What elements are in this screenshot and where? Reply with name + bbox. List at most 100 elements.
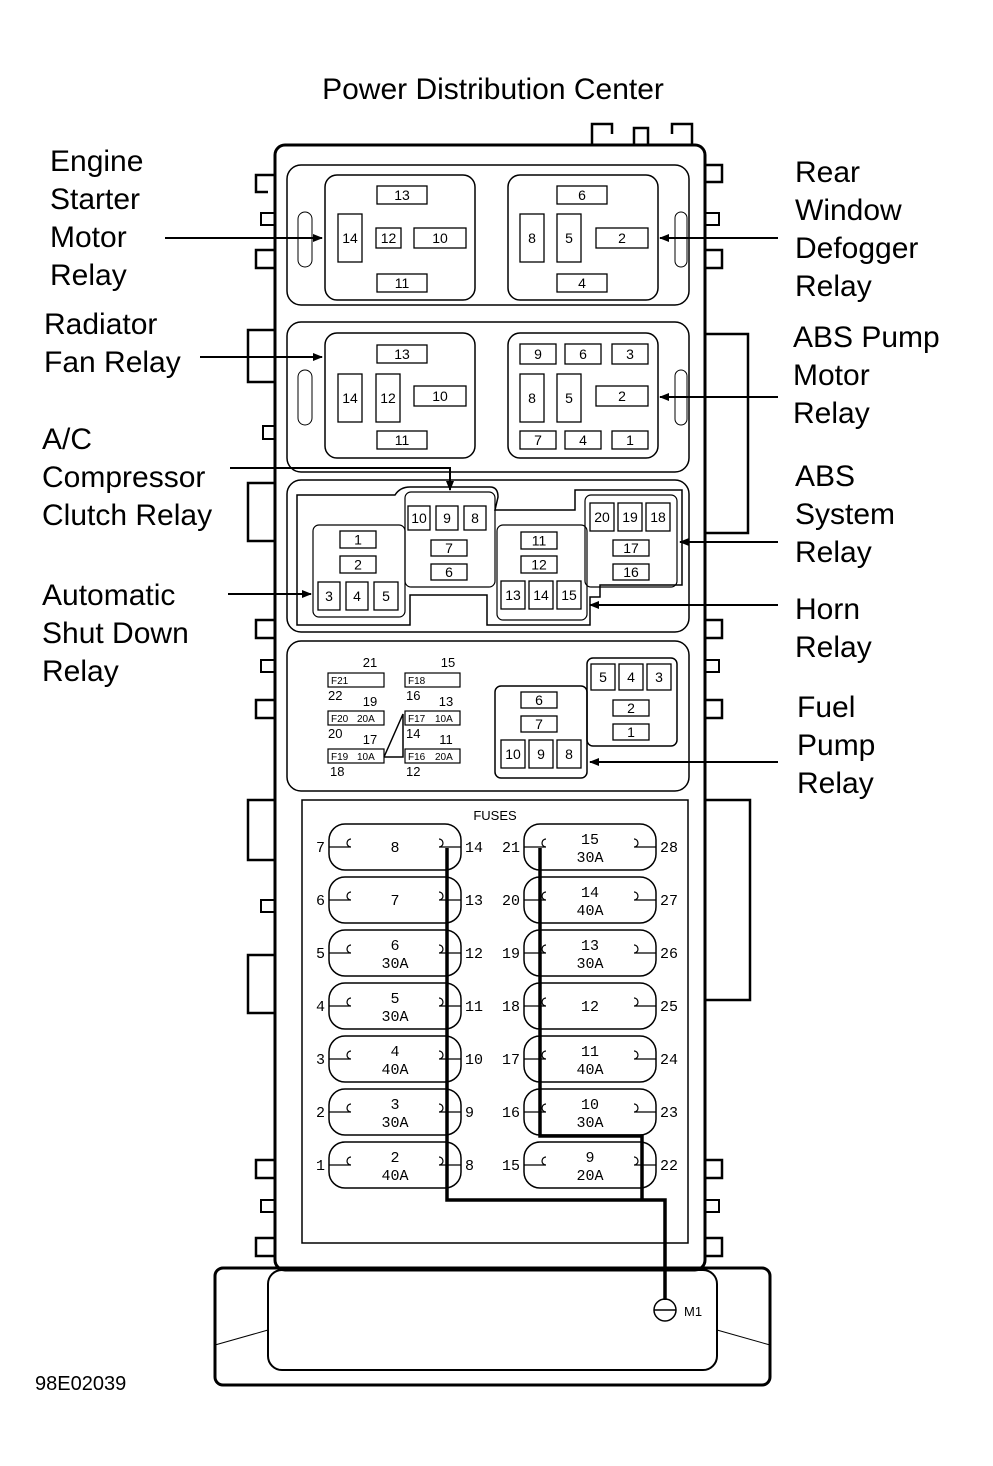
pdc-housing [213,122,772,1387]
fuse-right-terminal: 22 [660,1158,678,1175]
fuse-left-terminal: 15 [502,1158,520,1175]
mini-fuse-terminal: 17 [363,732,377,747]
fuse-number: 6 [390,938,399,955]
svg-text:10: 10 [505,746,521,762]
relay-pin: 5 [556,373,582,423]
mini-fuse-rating: 20A [357,714,375,725]
svg-text:8: 8 [565,746,573,762]
ground-label: M1 [684,1304,702,1319]
relay-group-outlines [296,174,688,779]
fuse-rating: 30A [381,1115,408,1132]
relay-pin: 13 [500,580,526,610]
relay-pin: 8 [519,373,545,423]
svg-text:12: 12 [381,230,397,246]
relay-pin: 10 [407,505,431,531]
relay-pin: 17 [612,539,650,557]
callout-labels: Engine Starter Motor Relay Radiator Fan … [42,145,940,800]
fuse-number: 4 [390,1044,399,1061]
svg-text:13: 13 [394,187,410,203]
fuse-number: 9 [585,1150,594,1167]
fuse-rating: 30A [381,1009,408,1026]
fuse-right-terminal: 10 [465,1052,483,1069]
callout-abs-system-relay: ABS System Relay [795,460,903,569]
relay-pin: 7 [520,715,558,733]
svg-text:1: 1 [627,724,635,740]
fuse-number: 13 [581,938,599,955]
mini-fuse-terminal: 11 [439,732,453,747]
relay-pin: 11 [520,531,558,550]
relay-pin: 1 [612,723,650,741]
svg-text:6: 6 [578,187,586,203]
relay-pin: 6 [564,343,602,365]
mini-fuse-jumper [383,713,404,758]
relay-pin: 12 [520,555,558,574]
mini-fuse-terminal: 13 [439,694,453,709]
mini-fuse-rating: 10A [357,752,375,763]
relay-pin: 9 [519,343,557,365]
relay-pin: 8 [463,505,487,531]
svg-text:8: 8 [528,390,536,406]
svg-text:9: 9 [537,746,545,762]
svg-text:2: 2 [354,557,362,573]
relay-pin: 4 [556,273,608,293]
mini-fuse-name: F16 [408,752,426,763]
fuse-right-terminal: 28 [660,840,678,857]
fuse-left-terminal: 6 [316,893,325,910]
relay-pin: 13 [376,185,428,205]
relay-pin: 1 [611,430,649,450]
svg-text:4: 4 [627,669,635,685]
fuse-left-terminal: 20 [502,893,520,910]
relay-pin: 4 [618,663,644,691]
fuse-number: 15 [581,832,599,849]
relay-pin: 4 [564,430,602,450]
mini-fuse-block: 21 F21 22 15 F18 16 19 F20 20A 20 13 F17… [327,655,461,779]
svg-text:10: 10 [411,510,427,526]
relay-pin: 9 [435,505,459,531]
fuse-rating: 30A [576,956,603,973]
svg-text:13: 13 [394,346,410,362]
svg-text:5: 5 [565,230,573,246]
svg-text:3: 3 [325,588,333,604]
svg-text:7: 7 [534,432,542,448]
callout-radiator-fan-relay: Radiator Fan Relay [44,308,181,379]
fuse-left-terminal: 1 [316,1158,325,1175]
fuse-left-terminal: 16 [502,1105,520,1122]
svg-text:15: 15 [561,587,577,603]
relay-pin: 3 [611,343,649,365]
mini-fuse-name: F17 [408,714,426,725]
svg-text:12: 12 [380,390,396,406]
fuse-rating: 20A [576,1168,603,1185]
fuse-rating: 40A [381,1062,408,1079]
relay-pin: 19 [617,502,643,532]
fuse-right-terminal: 8 [465,1158,474,1175]
fuse-right-terminal: 23 [660,1105,678,1122]
callout-horn-relay: Horn Relay [795,593,872,664]
fuse-left-terminal: 2 [316,1105,325,1122]
svg-text:6: 6 [445,564,453,580]
figure-id: 98E02039 [35,1373,126,1395]
mini-fuse-name: F18 [408,676,426,687]
mini-fuse-rating: 10A [435,714,453,725]
fuse-rating: 40A [576,903,603,920]
svg-text:18: 18 [650,509,666,525]
fuse-number: 14 [581,885,599,902]
callout-automatic-shut-down-relay: Automatic Shut Down Relay [42,579,197,688]
fuse-right-terminal: 25 [660,999,678,1016]
fuse-left-terminal: 7 [316,840,325,857]
fuse-right-terminal: 13 [465,893,483,910]
fuse-rating: 30A [576,1115,603,1132]
relay-pin: 14 [337,213,363,263]
fuse-rating: 30A [381,956,408,973]
svg-text:12: 12 [531,557,547,573]
relay-pin: 18 [645,502,671,532]
